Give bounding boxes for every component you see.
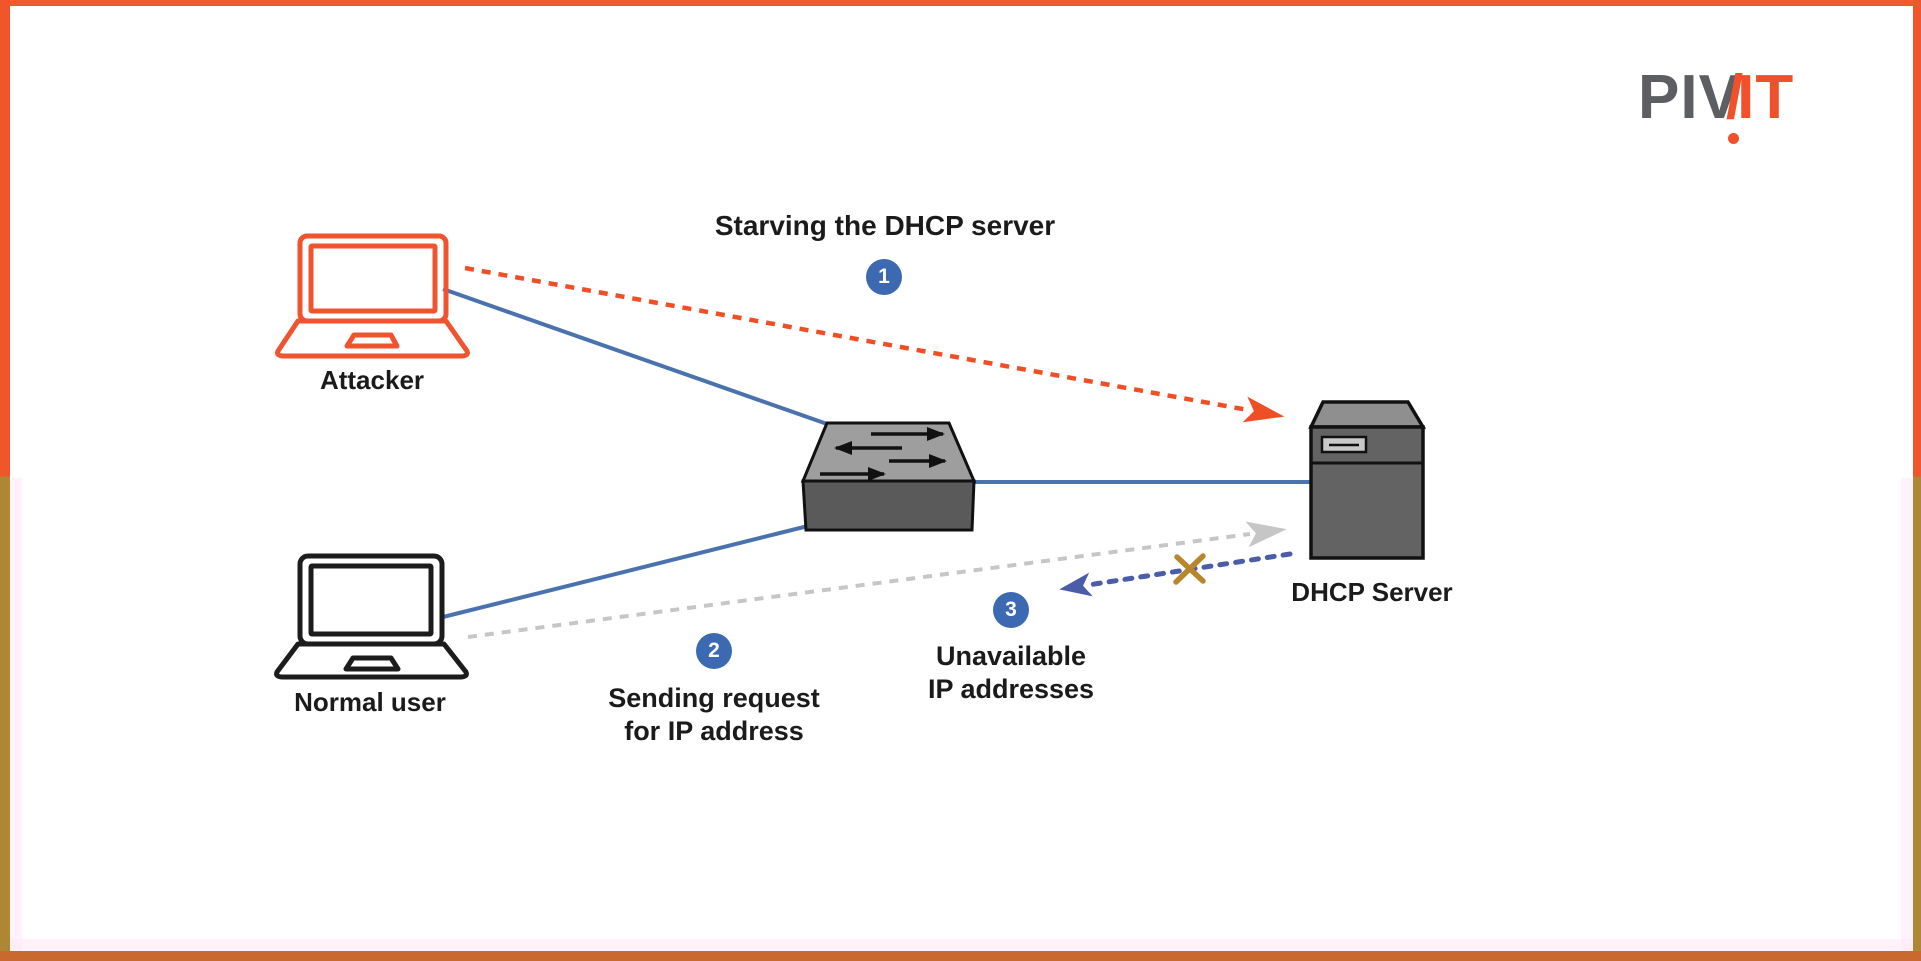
logo-slash-icon: / bbox=[1726, 62, 1744, 144]
network-links bbox=[442, 287, 1313, 619]
step-3-label-line1: Unavailable bbox=[935, 641, 1087, 671]
logo-dot-icon bbox=[1727, 133, 1739, 144]
step-2-label: Sending request for IP address bbox=[584, 682, 844, 748]
normal-user-laptop-icon bbox=[274, 553, 469, 680]
attacker-laptop-icon bbox=[275, 233, 470, 359]
frame-border-right bbox=[1913, 0, 1921, 961]
step-1-badge: 1 bbox=[866, 259, 902, 295]
attack-arrow bbox=[464, 265, 1285, 423]
switch-traffic-arrows bbox=[820, 427, 947, 481]
step-1-label: Starving the DHCP server bbox=[714, 210, 1056, 241]
network-switch-icon bbox=[800, 421, 977, 532]
watermark-tint-right bbox=[1901, 478, 1913, 951]
pivit-logo: PIV/IT bbox=[1638, 62, 1795, 144]
step-2-badge: 2 bbox=[696, 633, 732, 669]
step-3-label: Unavailable IP addresses bbox=[891, 640, 1131, 706]
logo-text-gray: PIV bbox=[1638, 63, 1741, 132]
step-2-label-line2: for IP address bbox=[624, 716, 804, 746]
attacker-label: Attacker bbox=[319, 365, 425, 395]
watermark-tint-bottom bbox=[10, 939, 1913, 951]
dhcp-server-label: DHCP Server bbox=[1291, 577, 1453, 607]
frame-border-bottom bbox=[0, 951, 1921, 961]
request-arrow bbox=[467, 521, 1287, 639]
step-3-label-line2: IP addresses bbox=[927, 674, 1095, 704]
link-normaluser-switch bbox=[442, 524, 809, 619]
frame-border-left bbox=[0, 0, 10, 961]
logo-text-orange: IT bbox=[1737, 63, 1795, 132]
blocked-x-icon bbox=[1173, 553, 1206, 585]
frame-border-top bbox=[0, 0, 1921, 6]
watermark-tint-left bbox=[10, 478, 22, 951]
dhcp-server-icon bbox=[1308, 400, 1427, 560]
step-3-badge: 3 bbox=[993, 592, 1029, 628]
normal-user-label: Normal user bbox=[294, 687, 446, 717]
step-2-label-line1: Sending request bbox=[608, 683, 820, 713]
link-attacker-switch bbox=[442, 287, 831, 427]
